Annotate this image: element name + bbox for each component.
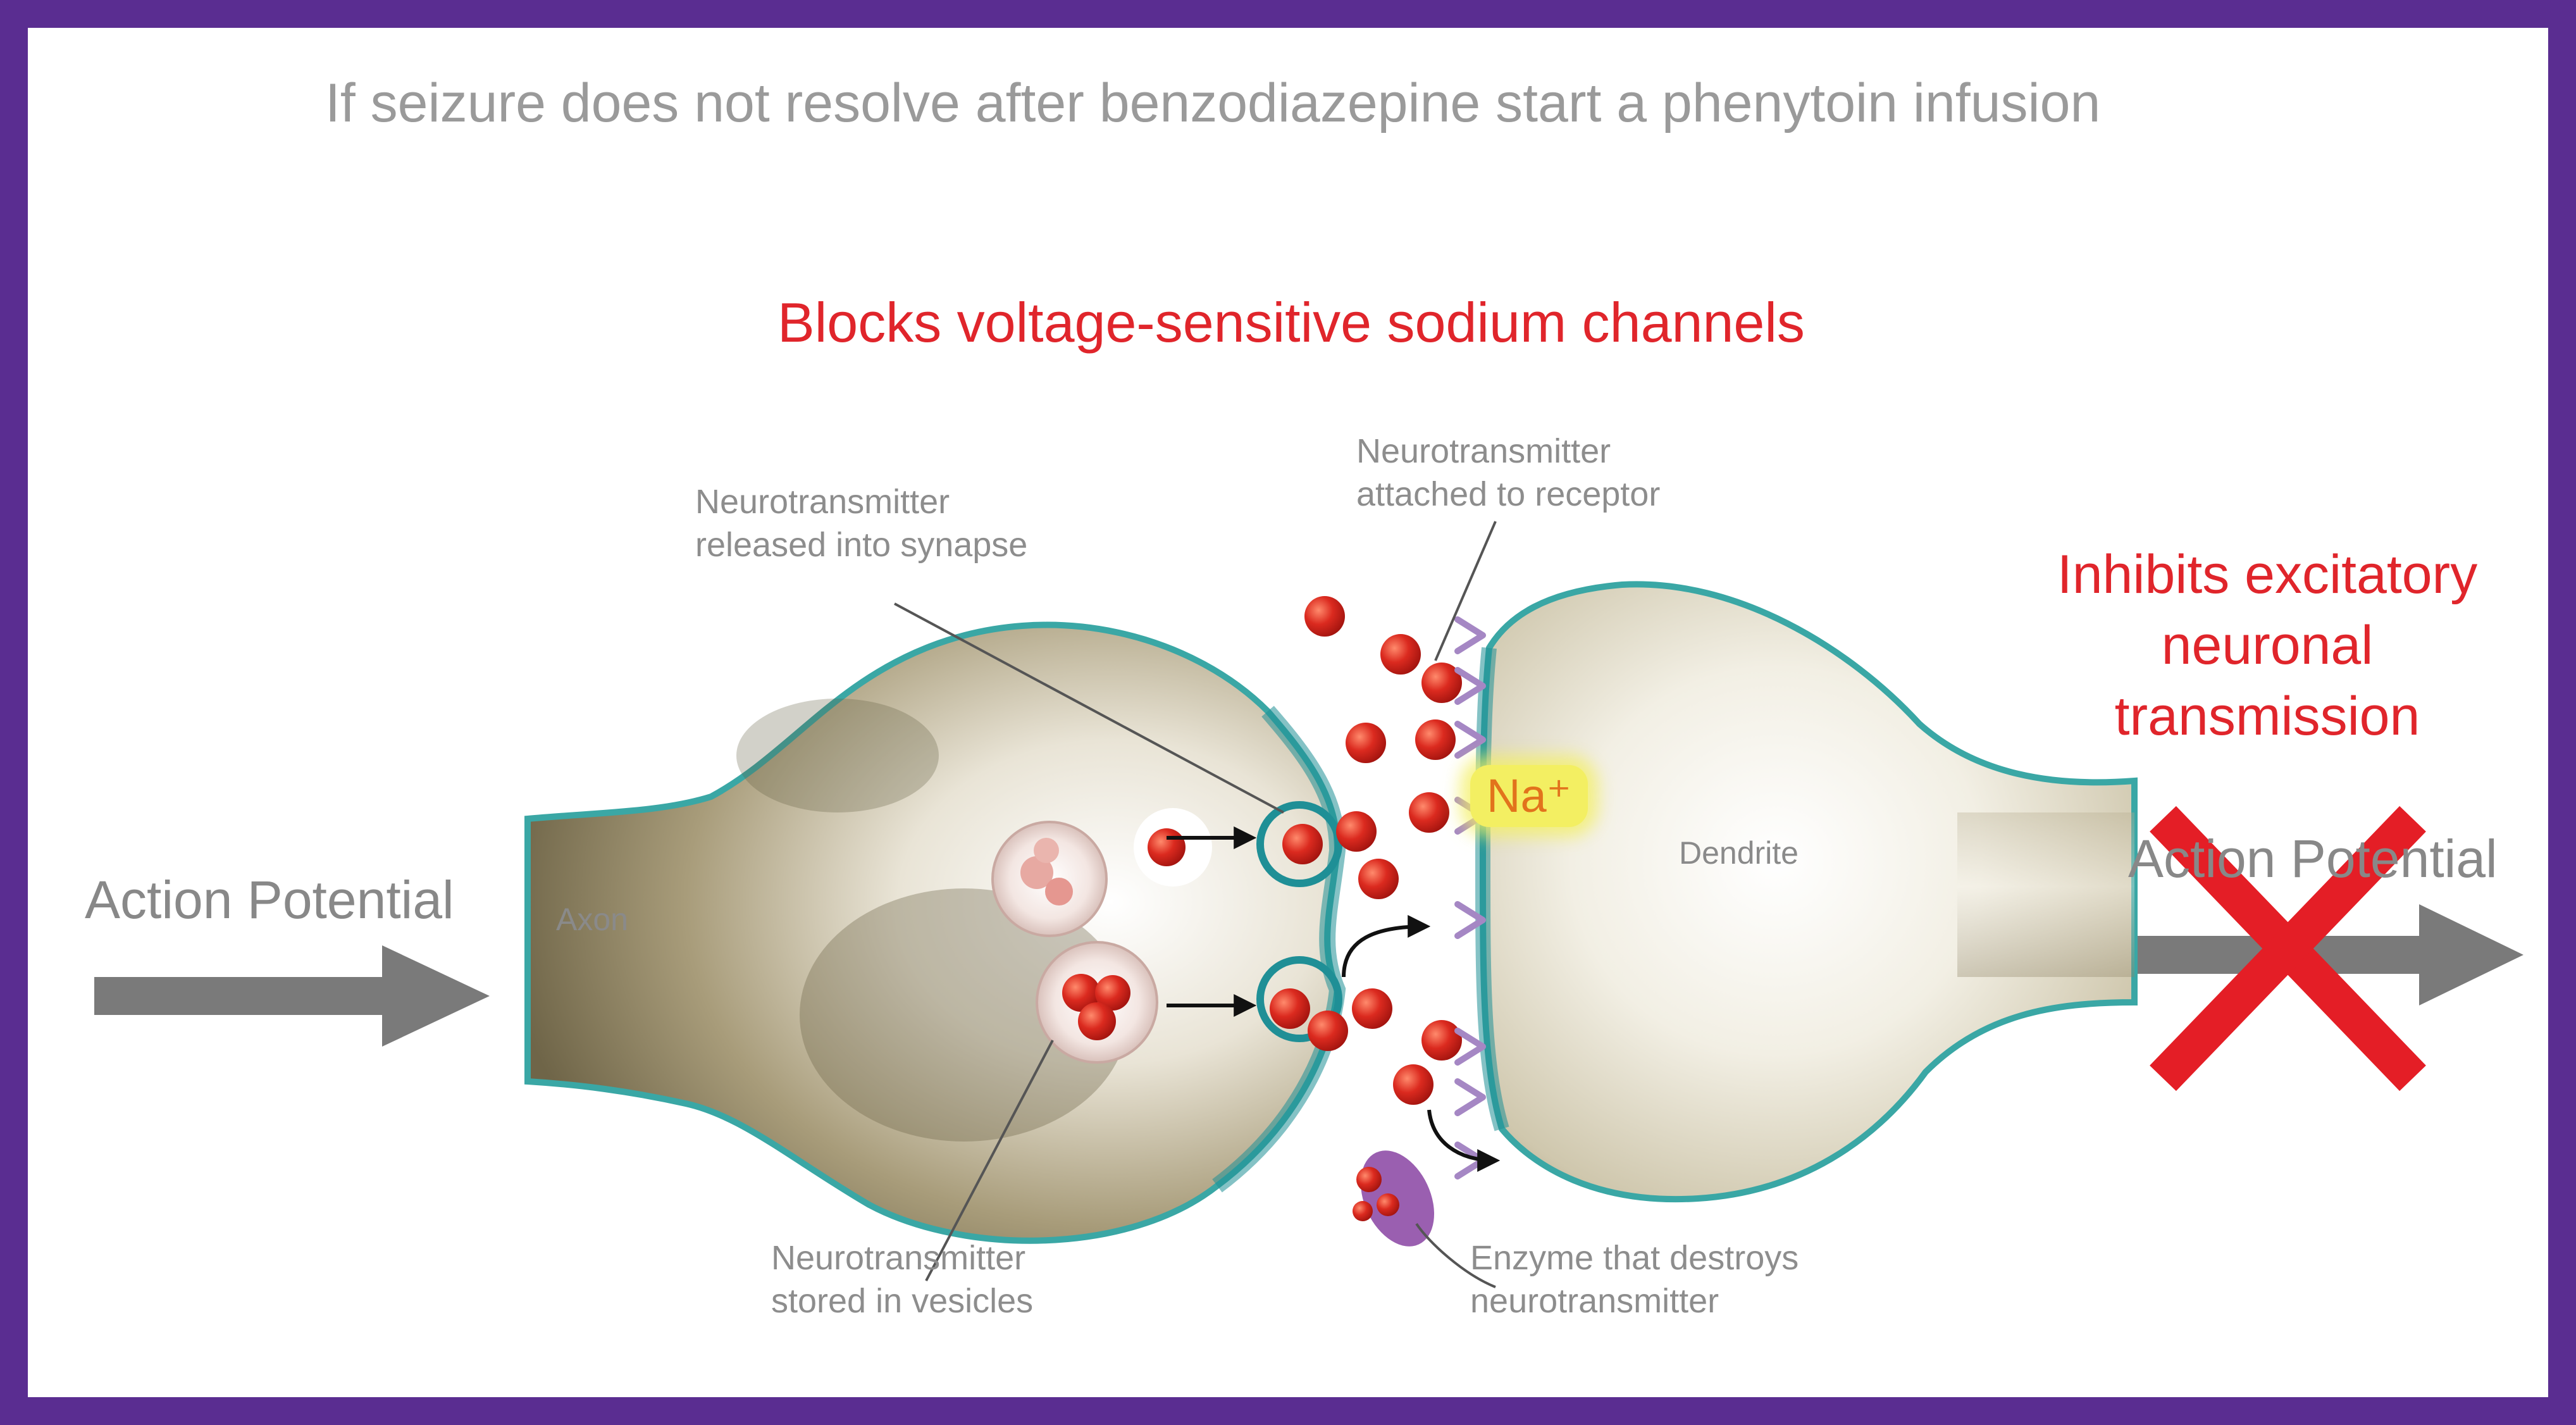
- enzyme: [1353, 1150, 1435, 1247]
- label-neurotransmitter-stored: Neurotransmitter stored in vesicles: [771, 1236, 1033, 1322]
- action-potential-arrow-out: [2138, 904, 2523, 1005]
- release-arrows: [1167, 826, 1501, 1172]
- action-potential-in-label: Action Potential: [85, 870, 454, 930]
- slide-title: If seizure does not resolve after benzod…: [325, 73, 2101, 134]
- label-axon: Axon: [556, 902, 628, 937]
- label-dendrite: Dendrite: [1679, 835, 1799, 871]
- effect-line-1: Inhibits excitatory: [2057, 544, 2478, 605]
- leader-lines: [894, 521, 1497, 1288]
- effect-line-2: neuronal: [2161, 615, 2374, 676]
- label-enzyme: Enzyme that destroys neurotransmitter: [1470, 1236, 1799, 1322]
- label-attached-line-1: Neurotransmitter: [1356, 432, 1611, 470]
- effect-line-3: transmission: [2114, 686, 2420, 747]
- axon-terminal: [524, 621, 1346, 1244]
- label-released-line-1: Neurotransmitter: [695, 483, 950, 521]
- sodium-ion-highlight: Na⁺: [1470, 765, 1588, 827]
- dendrite-terminal: [1475, 581, 2138, 1203]
- effect-text: Inhibits excitatory neuronal transmissio…: [2014, 539, 2520, 752]
- synapse-diagram: [94, 521, 2523, 1288]
- neurotransmitters: [1270, 596, 1462, 1105]
- label-enzyme-line-1: Enzyme that destroys: [1470, 1239, 1799, 1277]
- vesicles: [991, 801, 1342, 1064]
- label-enzyme-line-2: neurotransmitter: [1470, 1282, 1719, 1320]
- action-potential-arrow-in: [94, 945, 490, 1047]
- red-x-cross-icon: [2150, 806, 2426, 1092]
- label-attached-line-2: attached to receptor: [1356, 475, 1661, 513]
- label-released-line-2: released into synapse: [695, 526, 1028, 564]
- label-stored-line-2: stored in vesicles: [771, 1282, 1034, 1320]
- label-neurotransmitter-released: Neurotransmitter released into synapse: [695, 480, 1027, 566]
- slide-frame: If seizure does not resolve after benzod…: [28, 28, 2548, 1397]
- label-neurotransmitter-attached: Neurotransmitter attached to receptor: [1356, 430, 1660, 516]
- action-potential-out-label: Action Potential: [2128, 829, 2498, 888]
- label-stored-line-1: Neurotransmitter: [771, 1239, 1026, 1277]
- mechanism-heading: Blocks voltage-sensitive sodium channels: [777, 291, 1805, 354]
